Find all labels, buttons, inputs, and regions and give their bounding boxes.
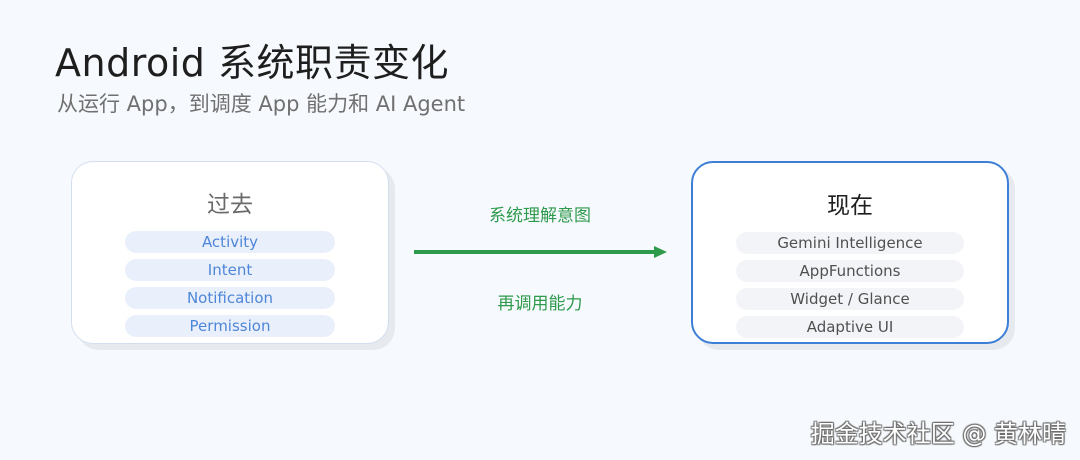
now-item-appfunctions: AppFunctions: [736, 260, 964, 282]
now-item-adaptive-ui: Adaptive UI: [736, 316, 964, 338]
now-card: 现在 Gemini Intelligence AppFunctions Widg…: [691, 161, 1009, 344]
past-item-activity: Activity: [125, 231, 335, 253]
past-item-permission: Permission: [125, 315, 335, 337]
past-items: Activity Intent Notification Permission: [72, 231, 388, 337]
transition-top-label: 系统理解意图: [489, 206, 591, 226]
now-item-widget-glance: Widget / Glance: [736, 288, 964, 310]
page-subtitle: 从运行 App，到调度 App 能力和 AI Agent: [57, 92, 466, 116]
past-item-intent: Intent: [125, 259, 335, 281]
past-card: 过去 Activity Intent Notification Permissi…: [71, 161, 389, 344]
transition-bottom-label: 再调用能力: [497, 294, 583, 314]
watermark: 掘金技术社区 @ 黄林晴: [810, 420, 1066, 448]
past-item-notification: Notification: [125, 287, 335, 309]
page-title: Android 系统职责变化: [55, 41, 449, 85]
now-item-gemini-intelligence: Gemini Intelligence: [736, 232, 964, 254]
now-items: Gemini Intelligence AppFunctions Widget …: [693, 232, 1007, 338]
now-card-title: 现在: [827, 193, 873, 219]
past-card-title: 过去: [207, 192, 253, 218]
transition-arrow-icon: [414, 246, 667, 258]
